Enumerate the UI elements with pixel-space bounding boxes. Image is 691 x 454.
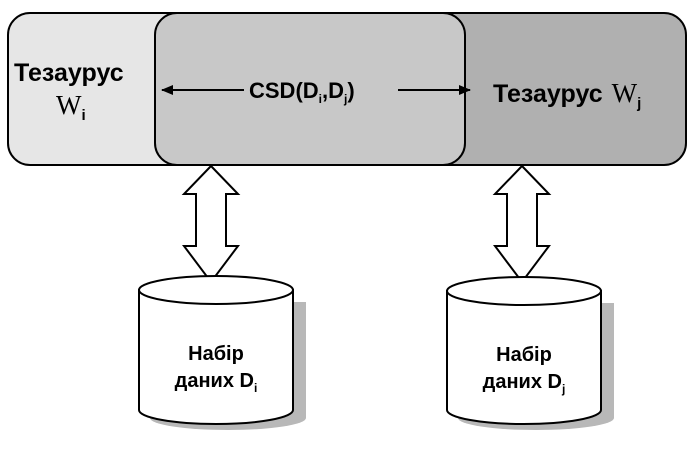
database-right-line1: Набір bbox=[496, 344, 552, 366]
database-left-line2: даних Di bbox=[139, 370, 293, 395]
database-right-body bbox=[446, 290, 602, 425]
csd-mid: ,D bbox=[322, 78, 345, 103]
left-double-arrow bbox=[181, 164, 241, 284]
database-left-line1: Набір bbox=[188, 343, 244, 365]
csd-suffix: ) bbox=[347, 78, 355, 103]
csd-sub-i: i bbox=[318, 92, 323, 106]
thesaurus-left-symbol-letter: W bbox=[56, 90, 82, 120]
thesaurus-right-symbol: W bbox=[611, 78, 638, 108]
csd-sub-j: j bbox=[344, 92, 348, 106]
database-left bbox=[138, 275, 306, 430]
database-left-name: даних D bbox=[174, 370, 254, 392]
database-left-top bbox=[138, 275, 294, 305]
thesaurus-left-title: Тезаурус bbox=[14, 59, 124, 87]
database-right bbox=[446, 276, 614, 430]
right-double-arrow bbox=[492, 164, 552, 284]
csd-prefix: CSD(D bbox=[249, 78, 319, 103]
database-right-top bbox=[446, 276, 602, 306]
database-right-subscript: j bbox=[561, 382, 566, 396]
thesaurus-right-subscript: j bbox=[637, 95, 642, 112]
thesaurus-left-symbol: Wi bbox=[56, 90, 86, 124]
database-left-subscript: i bbox=[253, 381, 258, 395]
thesaurus-left-subscript: i bbox=[81, 107, 86, 124]
database-left-body bbox=[138, 289, 294, 425]
database-right-name: даних D bbox=[482, 371, 562, 393]
thesaurus-right-title: Тезаурус Wj bbox=[493, 78, 642, 112]
csd-label: CSD(Di,Dj) bbox=[249, 78, 355, 106]
database-right-line2: даних Dj bbox=[447, 371, 601, 396]
thesaurus-right-word: Тезаурус bbox=[493, 80, 603, 108]
